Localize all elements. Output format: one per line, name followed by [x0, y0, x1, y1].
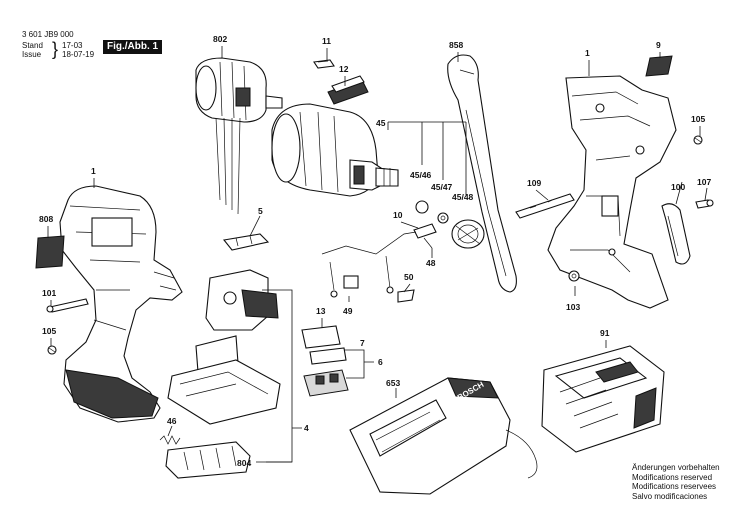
callout-12: 12 [339, 64, 349, 74]
callout-107: 107 [697, 177, 711, 187]
callout-48: 48 [426, 258, 436, 268]
leader-lines [47, 46, 708, 463]
battery-part-91[interactable] [541, 345, 665, 453]
charger-part-653[interactable] [349, 377, 538, 495]
stand-date: 17-03 [62, 41, 83, 50]
callout-4: 4 [304, 423, 309, 433]
nut-part-103[interactable] [568, 270, 580, 282]
clip-part-11[interactable] [313, 59, 335, 69]
bit-part-109[interactable] [515, 193, 575, 219]
callout-45: 45 [376, 118, 386, 128]
callout-13: 13 [316, 306, 326, 316]
housing-half-part-1-right[interactable] [547, 75, 677, 309]
part-7[interactable] [309, 347, 347, 365]
label-part-9[interactable] [645, 55, 673, 77]
figure-label: Fig./Abb. 1 [103, 40, 163, 54]
callout-49: 49 [343, 306, 353, 316]
part-5[interactable] [222, 233, 270, 251]
ring-part-45-46[interactable] [415, 200, 429, 214]
callout-45-48: 45/48 [452, 192, 474, 202]
callout-802: 802 [213, 34, 227, 44]
stand-label: Stand [22, 41, 43, 50]
callout-46: 46 [167, 416, 177, 426]
spring-part-46[interactable] [159, 435, 181, 445]
callout-7: 7 [360, 338, 365, 348]
issue-date: 18-07-19 [62, 50, 95, 59]
callout-50: 50 [404, 272, 414, 282]
callout-109: 109 [527, 178, 541, 188]
electronics-module-part-4[interactable] [167, 269, 281, 425]
ring-part-45-47[interactable] [437, 212, 449, 224]
contact-plate-part-804[interactable] [165, 441, 251, 479]
callout-5: 5 [258, 206, 263, 216]
callout-1-right: 1 [585, 48, 590, 58]
part-13[interactable] [301, 325, 341, 349]
label-part-808[interactable] [35, 235, 65, 269]
callout-101: 101 [42, 288, 56, 298]
belt-clip-part-100[interactable] [661, 203, 691, 265]
screw-part-105-left[interactable] [47, 345, 57, 355]
screw-part-107[interactable] [695, 199, 714, 209]
note-es: Salvo modificaciones [632, 491, 708, 501]
callout-858: 858 [449, 40, 463, 50]
modification-notes: Änderungen vorbehalten Modifications res… [632, 463, 720, 501]
screw-part-105-right[interactable] [693, 135, 703, 145]
callout-653: 653 [386, 378, 400, 388]
callout-100: 100 [671, 182, 685, 192]
doc-number: 3 601 JB9 000 [22, 30, 74, 39]
callout-45-46: 45/46 [410, 170, 432, 180]
callout-10: 10 [393, 210, 403, 220]
callout-804: 804 [237, 458, 251, 468]
screw-part-101[interactable] [46, 298, 89, 313]
gearbox-housing-part-45[interactable] [271, 103, 399, 197]
housing-part-1-left[interactable] [59, 185, 183, 423]
callout-9: 9 [656, 40, 661, 50]
strap-part-858[interactable] [447, 54, 517, 293]
brace-glyph: } [52, 39, 59, 59]
cover-part-12[interactable] [327, 75, 369, 105]
callout-105-left: 105 [42, 326, 56, 336]
spring-part-10[interactable] [413, 223, 437, 239]
part-50[interactable] [397, 289, 415, 303]
switch-wires-part-49[interactable] [321, 231, 417, 298]
callout-105-right: 105 [691, 114, 705, 124]
callout-91: 91 [600, 328, 610, 338]
callout-103: 103 [566, 302, 580, 312]
note-en: Modifications reserved [632, 472, 713, 482]
note-fr: Modifications reservees [632, 482, 717, 491]
callout-45-47: 45/47 [431, 182, 453, 192]
part-6[interactable] [303, 369, 349, 397]
note-de: Änderungen vorbehalten [632, 463, 720, 472]
callout-1-left: 1 [91, 166, 96, 176]
callout-808: 808 [39, 214, 53, 224]
sleeve-part-45-48[interactable] [451, 219, 485, 249]
callout-labels: 802 11 12 45 858 1 9 105 45/46 45/47 45/… [39, 34, 711, 468]
callout-6: 6 [378, 357, 383, 367]
issue-label: Issue [22, 50, 42, 59]
motor-part-802[interactable] [195, 57, 283, 215]
part-48[interactable] [423, 237, 433, 249]
callout-11: 11 [322, 36, 331, 46]
